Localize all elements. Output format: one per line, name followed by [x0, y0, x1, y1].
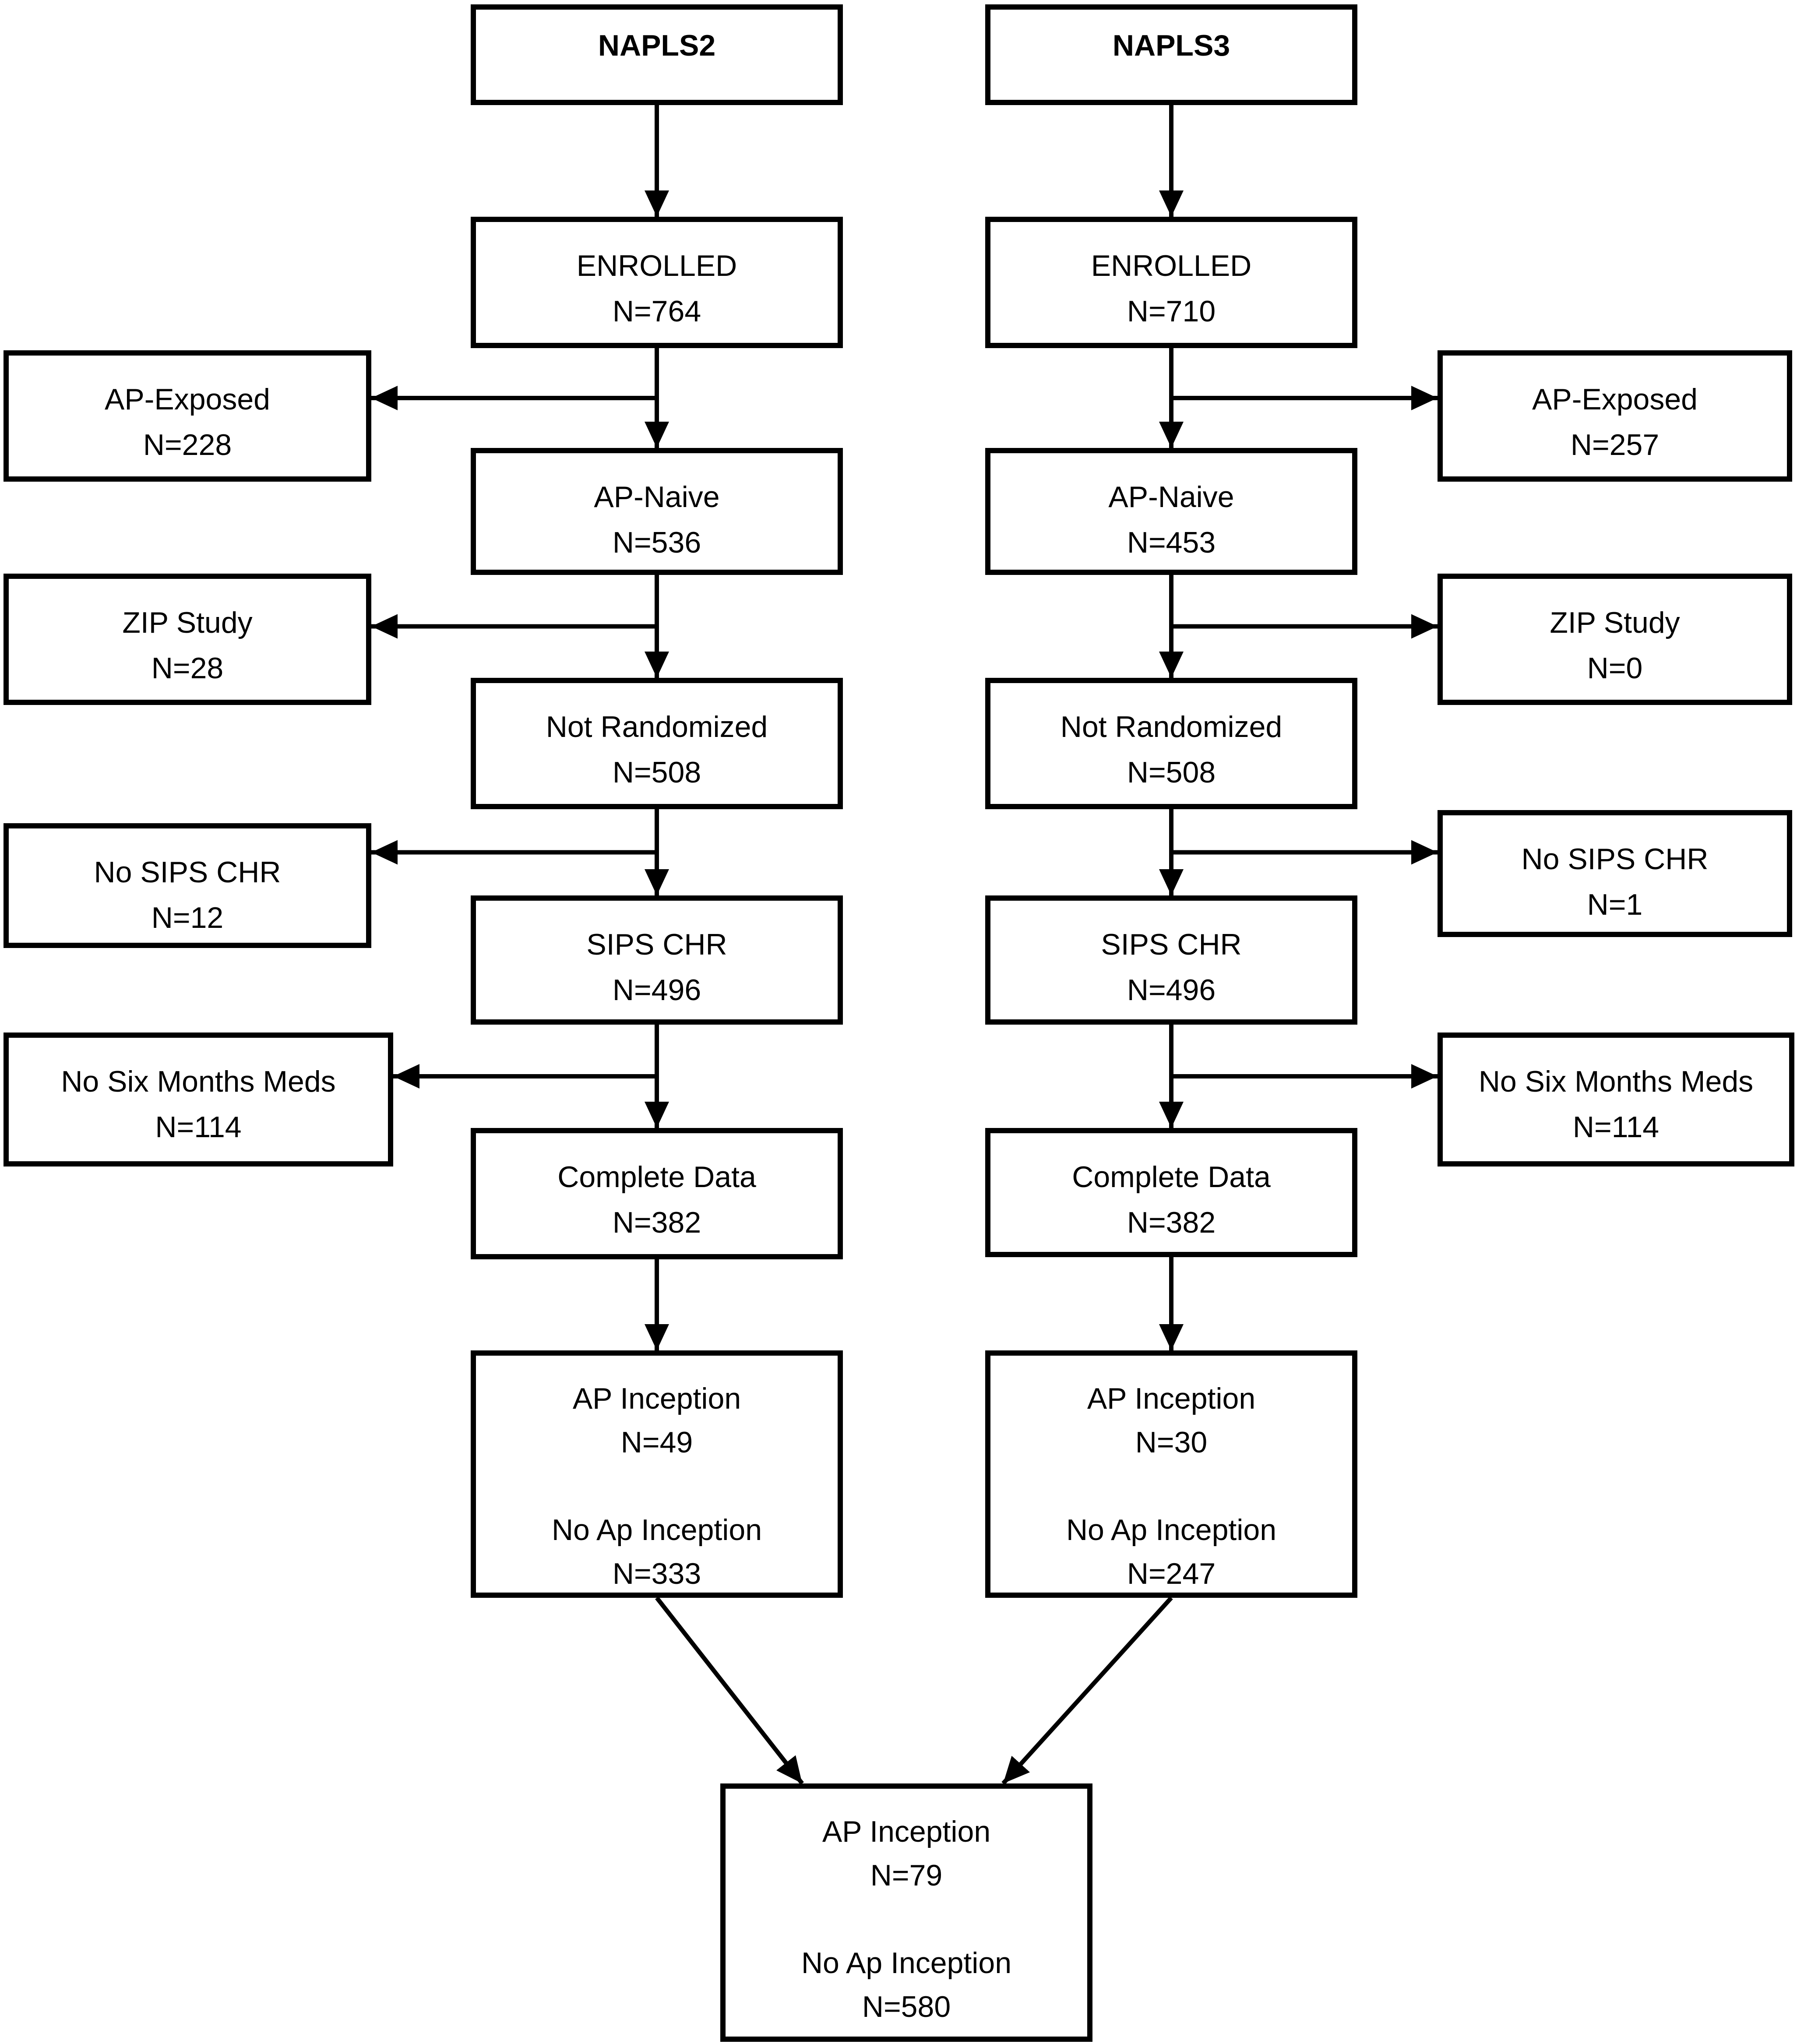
arrow-ap-inception-napls2-to-final-ap-inception — [655, 1596, 804, 1785]
box-label: No Six Months Meds — [61, 1065, 336, 1098]
box-n-value: N=30 — [1135, 1426, 1208, 1459]
box-n-value: N=710 — [1127, 295, 1216, 328]
box-label: NAPLS3 — [1112, 29, 1230, 62]
box-complete-data-napls3: Complete Data N=382 — [985, 1128, 1357, 1257]
spacer — [726, 1897, 1087, 1941]
box-n-value: N=257 — [1570, 428, 1660, 462]
box-enrolled-napls3: ENROLLED N=710 — [985, 217, 1357, 348]
box-n-value: N=453 — [1127, 526, 1216, 559]
box-n-value: N=508 — [1127, 756, 1216, 789]
box-n-value: N=79 — [870, 1859, 943, 1892]
box-label: ENROLLED — [576, 249, 737, 282]
box-no-six-months-meds-napls3: No Six Months Meds N=114 — [1438, 1033, 1794, 1166]
box-label: AP-Naive — [1108, 480, 1234, 514]
box-napls3-title: NAPLS3 — [985, 4, 1357, 105]
box-label: ENROLLED — [1091, 249, 1252, 282]
box-n-value: N=382 — [1127, 1206, 1216, 1239]
box-napls2-title: NAPLS2 — [471, 4, 843, 105]
box-zip-study-napls2: ZIP Study N=28 — [4, 574, 371, 705]
box-zip-study-napls3: ZIP Study N=0 — [1438, 574, 1792, 705]
box-not-randomized-napls3: Not Randomized N=508 — [985, 678, 1357, 809]
box-n-value: N=496 — [1127, 973, 1216, 1007]
box-label: AP-Naive — [594, 480, 720, 514]
box-label: AP-Exposed — [105, 383, 270, 416]
box-label: ZIP Study — [1550, 606, 1680, 639]
box-label: NAPLS2 — [598, 29, 716, 62]
box-n-value: N=0 — [1587, 652, 1643, 685]
box-not-randomized-napls2: Not Randomized N=508 — [471, 678, 843, 809]
box-n-value: N=1 — [1587, 888, 1643, 921]
spacer — [990, 1464, 1352, 1508]
box-no-sips-chr-napls2: No SIPS CHR N=12 — [4, 823, 371, 948]
box-label: No SIPS CHR — [94, 856, 281, 889]
box-label: No SIPS CHR — [1521, 842, 1709, 876]
box-n-value: N=49 — [620, 1426, 693, 1459]
box-n-value: N=247 — [1127, 1557, 1216, 1590]
box-final-ap-inception: AP Inception N=79 No Ap Inception N=580 — [720, 1783, 1092, 2042]
box-no-six-months-meds-napls2: No Six Months Meds N=114 — [4, 1033, 393, 1166]
box-label: Complete Data — [1072, 1160, 1271, 1194]
box-sips-chr-napls3: SIPS CHR N=496 — [985, 895, 1357, 1025]
box-label: Not Randomized — [546, 710, 768, 744]
box-label: AP-Exposed — [1532, 383, 1698, 416]
box-ap-inception-napls2: AP Inception N=49 No Ap Inception N=333 — [471, 1350, 843, 1598]
box-n-value: N=764 — [612, 295, 701, 328]
arrow-ap-inception-napls3-to-final-ap-inception — [1001, 1596, 1173, 1785]
box-sips-chr-napls2: SIPS CHR N=496 — [471, 895, 843, 1025]
box-label: Not Randomized — [1060, 710, 1283, 744]
box-label: No Ap Inception — [1066, 1513, 1277, 1547]
box-n-value: N=114 — [155, 1110, 242, 1144]
box-n-value: N=333 — [612, 1557, 701, 1590]
box-n-value: N=228 — [143, 428, 232, 462]
box-n-value: N=508 — [612, 756, 701, 789]
box-label: No Six Months Meds — [1478, 1065, 1754, 1098]
box-n-value: N=12 — [151, 901, 224, 934]
box-label: AP Inception — [822, 1815, 991, 1848]
box-n-value: N=580 — [862, 1990, 951, 2023]
box-label: AP Inception — [1087, 1382, 1256, 1415]
box-enrolled-napls2: ENROLLED N=764 — [471, 217, 843, 348]
box-n-value: N=536 — [612, 526, 701, 559]
box-label: SIPS CHR — [1101, 928, 1242, 961]
box-ap-naive-napls2: AP-Naive N=536 — [471, 448, 843, 575]
box-ap-exposed-napls2: AP-Exposed N=228 — [4, 350, 371, 482]
box-n-value: N=496 — [612, 973, 701, 1007]
box-label: No Ap Inception — [551, 1513, 762, 1547]
box-label: ZIP Study — [122, 606, 253, 639]
box-ap-naive-napls3: AP-Naive N=453 — [985, 448, 1357, 575]
box-label: AP Inception — [572, 1382, 741, 1415]
box-no-sips-chr-napls3: No SIPS CHR N=1 — [1438, 810, 1792, 937]
box-complete-data-napls2: Complete Data N=382 — [471, 1128, 843, 1259]
box-label: SIPS CHR — [586, 928, 727, 961]
box-n-value: N=382 — [612, 1206, 701, 1239]
box-ap-exposed-napls3: AP-Exposed N=257 — [1438, 350, 1792, 482]
box-label: No Ap Inception — [801, 1946, 1012, 1980]
box-label: Complete Data — [557, 1160, 756, 1194]
spacer — [476, 1464, 838, 1508]
box-ap-inception-napls3: AP Inception N=30 No Ap Inception N=247 — [985, 1350, 1357, 1598]
box-n-value: N=28 — [151, 652, 224, 685]
box-n-value: N=114 — [1572, 1110, 1660, 1144]
